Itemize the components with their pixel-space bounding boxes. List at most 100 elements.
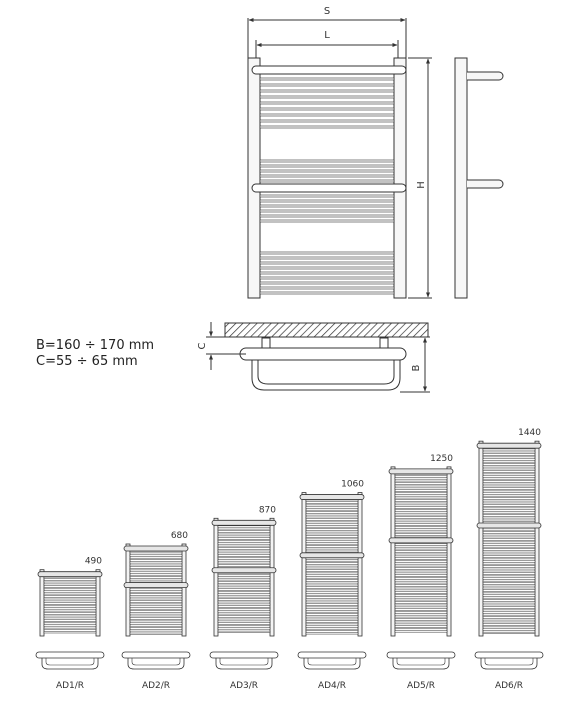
- front-cross-bar: [259, 101, 395, 105]
- model-cross-bar: [305, 611, 359, 614]
- model-cross-bar: [482, 570, 536, 573]
- model-cross-bar: [129, 598, 183, 601]
- model-cross-bar: [305, 632, 359, 635]
- model-lineup: 490AD1/R680AD2/R870AD3/R1060AD4/R1250AD5…: [35, 428, 544, 691]
- model-cross-bar: [217, 593, 271, 596]
- model-cross-bar: [305, 628, 359, 631]
- model-cross-bar: [217, 613, 271, 616]
- model-cross-bar: [217, 556, 271, 559]
- model-towel-bar: [388, 468, 454, 475]
- model-top-view-rail-inner: [45, 658, 95, 666]
- front-cross-bar: [259, 199, 395, 203]
- top-view: [206, 322, 430, 393]
- model-cross-bar: [129, 612, 183, 615]
- model-cross-bar: [43, 621, 97, 624]
- model-cross-bar: [482, 472, 536, 475]
- model-cross-bar: [129, 602, 183, 605]
- model-cross-bar: [217, 603, 271, 606]
- model-cross-bar: [482, 618, 536, 621]
- model-cross-bar: [217, 539, 271, 542]
- model-cross-bar: [482, 604, 536, 607]
- front-cross-bar: [259, 169, 395, 173]
- model-cross-bar: [43, 600, 97, 603]
- model-cross-bar: [482, 550, 536, 553]
- model-cross-bar: [129, 557, 183, 560]
- model-cross-bar: [482, 455, 536, 458]
- model-cross-bar: [394, 562, 448, 565]
- front-cross-bar: [259, 261, 395, 265]
- model-cross-bar: [43, 597, 97, 600]
- model-side-tube: [478, 440, 484, 637]
- front-cross-bar: [259, 256, 395, 260]
- model-cross-bar: [305, 526, 359, 529]
- model-cross-bar: [43, 610, 97, 613]
- front-towel-bar: [251, 183, 407, 193]
- model-cross-bar: [305, 581, 359, 584]
- model-cross-bar: [217, 610, 271, 613]
- model-cross-bar: [394, 593, 448, 596]
- model-cross-bar: [305, 608, 359, 611]
- model-cross-bar: [217, 573, 271, 576]
- front-cross-bar: [259, 125, 395, 129]
- model-cross-bar: [394, 501, 448, 504]
- model-cross-bar: [129, 622, 183, 625]
- front-cross-bar: [259, 266, 395, 270]
- model-cross-bar: [482, 611, 536, 614]
- model-cross-bar: [305, 605, 359, 608]
- front-cross-bar: [259, 159, 395, 163]
- front-cross-bar: [259, 89, 395, 93]
- model-cross-bar: [43, 590, 97, 593]
- model-cross-bar: [394, 623, 448, 626]
- model-towel-bar: [476, 442, 542, 449]
- model-cross-bar: [394, 576, 448, 579]
- model-cross-bar: [305, 503, 359, 506]
- model-cross-bar: [305, 537, 359, 540]
- spec-b-range: B=160 ÷ 170 mm: [36, 338, 155, 353]
- model-cross-bar: [305, 598, 359, 601]
- model-cross-bar: [217, 532, 271, 535]
- model-cross-bar: [394, 606, 448, 609]
- model-cross-bar: [482, 587, 536, 590]
- model-cross-bar: [129, 619, 183, 622]
- model-cross-bar: [129, 595, 183, 598]
- model-cross-bar: [394, 616, 448, 619]
- model-cross-bar: [394, 596, 448, 599]
- model-cross-bar: [305, 513, 359, 516]
- model-cross-bar: [129, 574, 183, 577]
- front-cross-bar: [259, 179, 395, 183]
- model-cross-bar: [482, 631, 536, 634]
- model-towel-bar: [476, 522, 542, 529]
- model-side-tube: [390, 466, 396, 637]
- model-cross-bar: [482, 557, 536, 560]
- model-top-view-rail: [392, 658, 450, 670]
- model-top-view-bar: [209, 651, 279, 659]
- side-view-tube: [454, 57, 468, 299]
- model-cross-bar: [217, 549, 271, 552]
- model-cross-bar: [482, 553, 536, 556]
- model-cross-bar: [394, 518, 448, 521]
- model-side-tube: [213, 517, 219, 637]
- model-top-view-bar: [386, 651, 456, 659]
- model-cross-bar: [394, 559, 448, 562]
- model-cross-bar: [482, 448, 536, 451]
- model-cross-bar: [482, 563, 536, 566]
- model-cross-bar: [129, 615, 183, 618]
- model-cross-bar: [394, 579, 448, 582]
- model-top-view-rail-inner: [219, 658, 269, 666]
- front-cross-bar: [259, 209, 395, 213]
- top-view-bar: [239, 347, 407, 361]
- model-cross-bar: [305, 584, 359, 587]
- model-cross-bar: [129, 605, 183, 608]
- model-side-tube: [95, 569, 101, 637]
- model-cross-bar: [129, 588, 183, 591]
- model-height-label: 870: [259, 505, 276, 515]
- model-cross-bar: [129, 591, 183, 594]
- model-cross-bar: [305, 615, 359, 618]
- model-cross-bar: [482, 625, 536, 628]
- model-cross-bar: [217, 542, 271, 545]
- model-cross-bar: [305, 520, 359, 523]
- model-cross-bar: [217, 586, 271, 589]
- wall-bracket-left: [261, 337, 271, 349]
- right-side-tube: [393, 57, 407, 299]
- model-cross-bar: [482, 451, 536, 454]
